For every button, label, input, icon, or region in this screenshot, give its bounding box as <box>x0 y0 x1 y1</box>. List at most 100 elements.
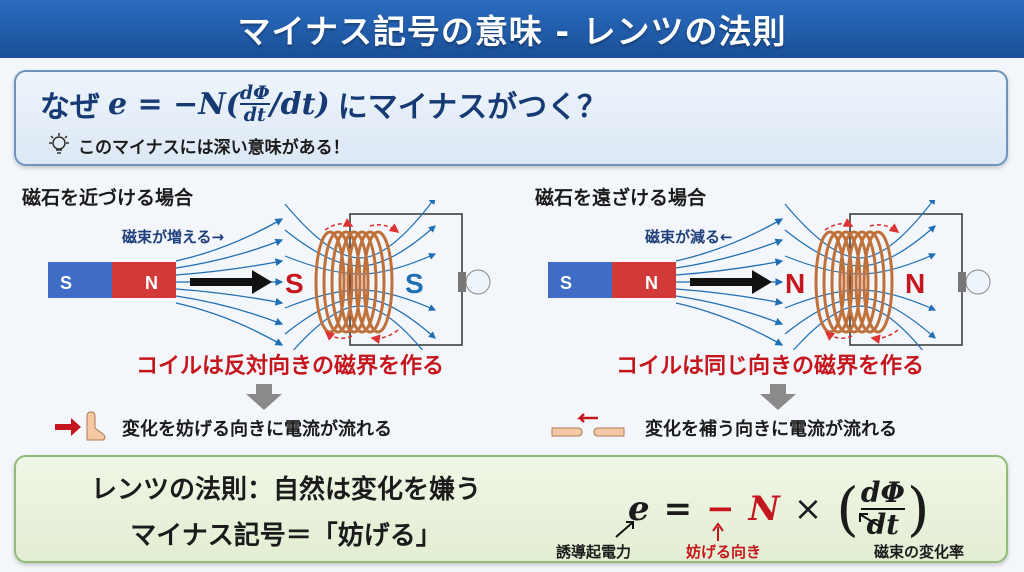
current-arrow <box>824 330 853 341</box>
magnet-s-half <box>548 262 612 298</box>
stop-hand-icon <box>55 411 106 441</box>
bulb-base <box>458 272 466 292</box>
left-result: コイルは反対向きの磁界を作る <box>135 354 444 379</box>
coil-turn <box>346 230 378 334</box>
field-line <box>675 258 784 276</box>
magnet-n-half <box>112 262 176 298</box>
coil-turn <box>830 230 862 334</box>
formula-paren-close: ) <box>906 475 930 543</box>
label-oppose: 妨げる向き <box>686 543 762 561</box>
summary-line2: マイナス記号＝「妨げる」 <box>130 521 442 551</box>
fraction-den: dt <box>243 104 266 126</box>
right-result: コイルは同じ向きの磁界を作る <box>615 354 924 379</box>
formula-num: dΦ <box>860 476 905 510</box>
label-rate: 磁束の変化率 <box>874 543 965 561</box>
helping-hands-icon <box>551 413 625 437</box>
coil-left-pole: N <box>785 268 805 299</box>
coil-field-line <box>284 200 436 259</box>
field-line <box>675 295 784 326</box>
current-arrow <box>824 218 854 231</box>
field-line <box>675 238 784 269</box>
field-line <box>175 288 284 306</box>
field-line <box>175 218 284 262</box>
motion-arrow <box>190 270 272 294</box>
coil-turn <box>330 230 362 334</box>
field-line <box>175 258 284 276</box>
field-line <box>175 302 284 346</box>
field-line <box>675 218 784 262</box>
bulb-icon <box>965 269 991 295</box>
coil-turn <box>354 230 386 334</box>
fraction-num: dΦ <box>239 82 270 105</box>
left-flux-label: 磁束が増える→ <box>122 228 225 246</box>
magnet-n-half <box>612 262 676 298</box>
field-line <box>675 288 784 306</box>
current-arrow <box>324 218 354 231</box>
magnet-s-label: S <box>60 273 72 293</box>
current-arrow <box>369 223 400 233</box>
coil-left-pole: S <box>285 268 304 299</box>
coil-right-pole: S <box>405 268 424 299</box>
coil-turn <box>338 230 370 334</box>
magnet-s-label: S <box>560 273 572 293</box>
formula-paren-open: ( <box>836 475 859 543</box>
formula-n: N <box>748 489 780 529</box>
current-arrow <box>370 329 399 344</box>
right-heading: 磁石を遠ざける場合 <box>535 187 707 209</box>
lightbulb-icon <box>49 133 69 154</box>
hint-text: このマイナスには深い意味がある！ <box>78 137 350 158</box>
summary-line1: レンツの法則：自然は変化を嫌う <box>90 475 481 505</box>
summary-box: レンツの法則：自然は変化を嫌う マイナス記号＝「妨げる」 e = − N × (… <box>14 455 1008 563</box>
down-arrow-icon <box>246 384 282 410</box>
label-emf: 誘導起電力 <box>556 543 632 561</box>
down-arrow-icon <box>760 384 796 410</box>
field-line <box>175 295 284 326</box>
question-prefix: なぜ <box>40 90 100 125</box>
equation-lhs: e = −N( <box>108 86 240 122</box>
magnet-n-label: N <box>145 273 158 293</box>
field-line <box>675 302 784 346</box>
coil-field-line <box>292 305 424 350</box>
header-bar: マイナス記号の意味 - レンツの法則 <box>0 0 1024 58</box>
right-flux-label: 磁束が減る← <box>645 228 733 246</box>
coil-field-line <box>792 305 924 350</box>
field-line <box>175 238 284 269</box>
coil-turn <box>862 230 894 334</box>
coil-turn <box>322 230 354 334</box>
magnet-n-label: N <box>645 273 658 293</box>
coil-turn <box>846 230 878 334</box>
magnet-s-half <box>48 262 112 298</box>
coil-turn <box>838 230 870 334</box>
coil-field-line <box>784 200 936 259</box>
bulb-base <box>958 272 966 292</box>
left-heading: 磁石を近づける場合 <box>22 187 194 209</box>
hint: このマイナスには深い意味がある！ <box>46 132 350 158</box>
coil-turn <box>362 230 394 334</box>
page-title: マイナス記号の意味 - レンツの法則 <box>237 12 787 51</box>
coil-turn <box>854 230 886 334</box>
bulb-icon <box>465 269 491 295</box>
formula-eq: = <box>663 489 693 529</box>
equation-tail: /dt) <box>269 86 330 122</box>
formula-e: e <box>628 489 650 529</box>
current-arrow <box>869 223 900 233</box>
current-arrow <box>324 330 353 341</box>
current-arrow <box>870 329 899 344</box>
question-suffix: にマイナスがつく？ <box>337 90 608 125</box>
right-explain: 変化を補う向きに電流が流れる <box>645 419 897 440</box>
formula-times: × <box>793 489 823 529</box>
formula-den: dt <box>866 508 900 541</box>
left-explain: 変化を妨げる向きに電流が流れる <box>122 419 392 440</box>
formula-pointer-arrows <box>615 513 882 541</box>
motion-arrow <box>690 270 772 294</box>
formula-minus: − <box>706 489 735 529</box>
coil-turn <box>822 230 854 334</box>
coil-right-pole: N <box>905 268 925 299</box>
